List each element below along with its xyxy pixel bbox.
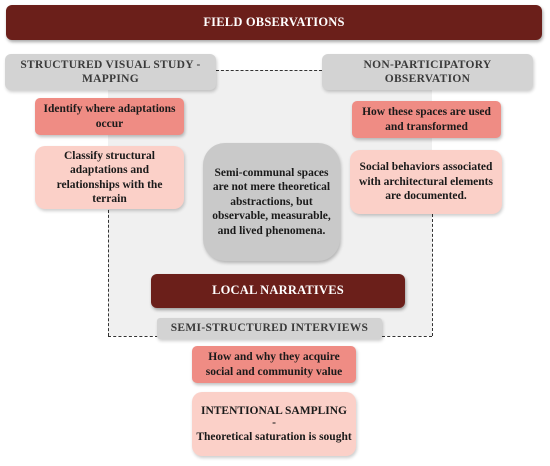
connector-bottom-left — [108, 336, 158, 337]
connector-right — [432, 214, 433, 336]
connector-bottom-right — [382, 336, 432, 337]
structured-visual-study-title: STRUCTURED VISUAL STUDY - MAPPING — [20, 58, 201, 85]
community-value-box: How and why they acquire social and comm… — [192, 346, 356, 383]
spaces-used-text: How these spaces are used and transforme… — [362, 106, 491, 133]
local-narratives-title: LOCAL NARRATIVES — [212, 283, 344, 298]
field-observations-header: FIELD OBSERVATIONS — [6, 5, 542, 40]
non-participatory-observation-title: NON-PARTICIPATORY OBSERVATION — [363, 58, 492, 85]
intentional-sampling-title: INTENTIONAL SAMPLING — [200, 404, 347, 417]
spaces-used-box: How these spaces are used and transforme… — [352, 101, 501, 138]
social-behaviors-text: Social behaviors associated with archite… — [359, 161, 493, 203]
theoretical-saturation-text: Theoretical saturation is sought — [196, 430, 352, 443]
classify-adaptations-text: Classify structural adaptations and rela… — [56, 149, 163, 205]
community-value-text: How and why they acquire social and comm… — [205, 351, 343, 378]
structured-visual-study-box: STRUCTURED VISUAL STUDY - MAPPING — [5, 54, 216, 90]
semi-communal-statement-text: Semi-communal spaces are not mere theore… — [212, 167, 331, 237]
identify-adaptations-box: Identify where adaptations occur — [35, 98, 184, 135]
semi-structured-interviews-box: SEMI-STRUCTURED INTERVIEWS — [157, 318, 382, 339]
identify-adaptations-text: Identify where adaptations occur — [43, 103, 176, 130]
header-title: FIELD OBSERVATIONS — [203, 14, 345, 29]
social-behaviors-box: Social behaviors associated with archite… — [350, 150, 502, 214]
intentional-sampling-box: INTENTIONAL SAMPLING - Theoretical satur… — [192, 392, 356, 456]
classify-adaptations-box: Classify structural adaptations and rela… — [35, 146, 184, 209]
intentional-sampling-dash: - — [272, 417, 276, 430]
semi-communal-statement-box: Semi-communal spaces are not mere theore… — [203, 143, 340, 261]
non-participatory-observation-box: NON-PARTICIPATORY OBSERVATION — [322, 54, 533, 90]
local-narratives-box: LOCAL NARRATIVES — [151, 274, 405, 308]
connector-top — [216, 70, 322, 71]
connector-left — [108, 210, 109, 336]
semi-structured-interviews-title: SEMI-STRUCTURED INTERVIEWS — [170, 322, 369, 335]
